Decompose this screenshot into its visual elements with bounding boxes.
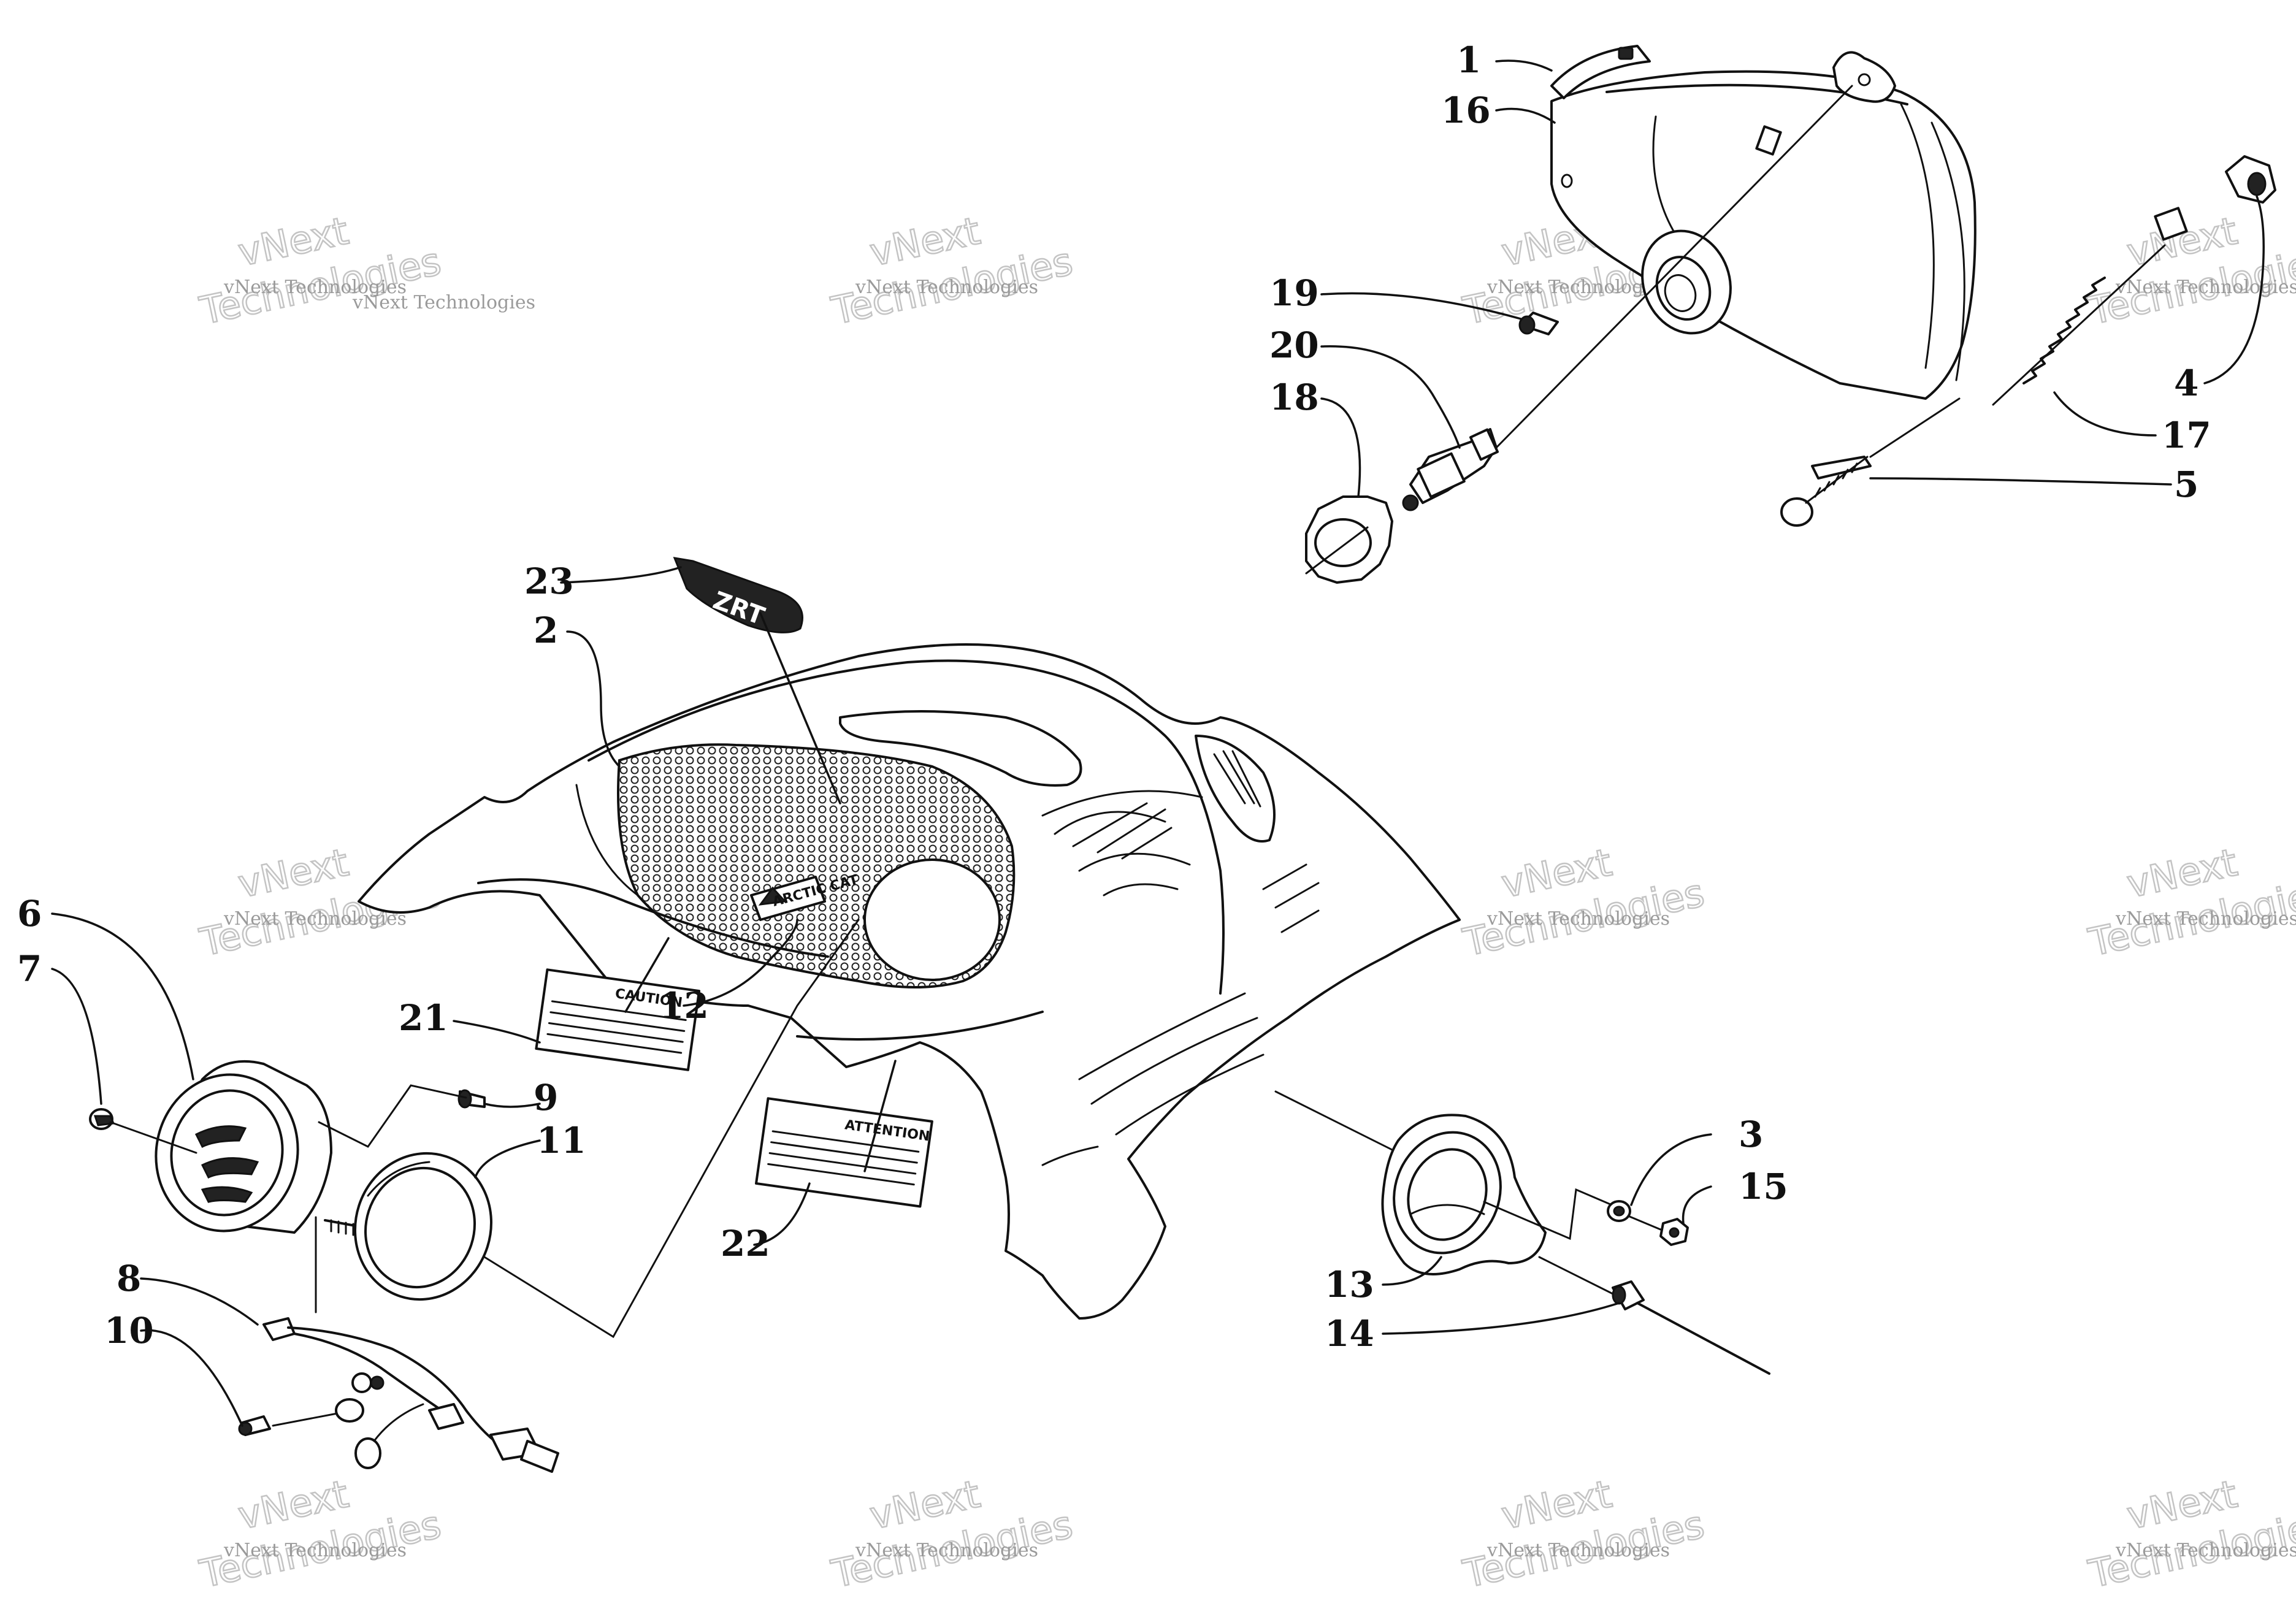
caution-decal-21: CAUTION	[535, 968, 701, 1071]
watermark-small: vNext Technologies	[352, 292, 535, 313]
part-label-8: 8	[117, 1258, 141, 1299]
hood-console-2: ARCTIC CAT	[358, 643, 1461, 1320]
part-label-18: 18	[1269, 377, 1319, 418]
gauge-6	[155, 1060, 360, 1236]
screw-7	[89, 1108, 115, 1130]
part-label-11: 11	[537, 1120, 586, 1161]
watermark-small: vNext Technologies	[2115, 277, 2296, 298]
adjuster-knob-4	[2225, 155, 2276, 204]
headlight-lamp-20	[1402, 428, 1499, 511]
watermark: vNext Technologies	[827, 1470, 1077, 1597]
gauge-housing-13	[1381, 1114, 1547, 1275]
spring-17	[1992, 207, 2188, 406]
gauge-housing-assembly	[1274, 1090, 1770, 1375]
watermark-small: vNext Technologies	[223, 1540, 407, 1561]
leader-lines	[51, 59, 2265, 1427]
watermark: vNext Technologies	[2084, 839, 2296, 966]
clip-1	[1550, 45, 1651, 99]
part-label-19: 19	[1269, 272, 1319, 314]
retaining-ring-18	[1305, 495, 1393, 584]
headlight-housing-16	[1550, 70, 1976, 400]
part-label-3: 3	[1739, 1114, 1763, 1155]
part-labels: 1 16 19 20 18 4 17 5 23 2 12 21 6 7 9 11…	[17, 39, 2211, 1355]
washer-3	[1607, 1200, 1631, 1222]
watermark: vNext Technologies	[2084, 1470, 2296, 1597]
watermark: vNext Technologies	[827, 207, 1077, 334]
watermark: vNext Technologies	[195, 1470, 445, 1597]
watermark-small: vNext Technologies	[223, 277, 407, 298]
bulb-9	[457, 1089, 486, 1109]
watermark-small: vNext Technologies	[223, 908, 407, 930]
adjusting-screw-5	[1780, 456, 1872, 527]
watermark: vNext Technologies	[1458, 839, 1709, 966]
part-label-21: 21	[399, 997, 448, 1039]
part-label-14: 14	[1325, 1313, 1374, 1355]
watermark-small: vNext Technologies	[1487, 1540, 1670, 1561]
attention-decal-22: ATTENTION	[755, 1097, 933, 1208]
part-label-15: 15	[1739, 1166, 1788, 1207]
watermark-small: vNext Technologies	[855, 277, 1038, 298]
nut-15	[1659, 1218, 1689, 1246]
part-label-10: 10	[104, 1310, 154, 1351]
logo-decal-23: ZRT	[673, 557, 803, 633]
watermark-small: vNext Technologies	[2115, 908, 2296, 930]
part-label-13: 13	[1325, 1264, 1374, 1305]
part-label-1: 1	[1456, 39, 1481, 81]
part-label-16: 16	[1441, 90, 1491, 131]
bulb-19	[1518, 312, 1559, 335]
watermark-small: vNext Technologies	[2115, 1540, 2296, 1561]
part-label-9: 9	[534, 1077, 558, 1118]
part-label-2: 2	[534, 610, 558, 651]
part-label-6: 6	[17, 893, 42, 935]
part-label-7: 7	[17, 948, 42, 990]
watermark-small: vNext Technologies	[855, 1540, 1038, 1561]
cable-14	[1612, 1280, 1770, 1375]
gauge-assembly	[89, 919, 860, 1473]
part-label-23: 23	[524, 560, 574, 602]
bulb-10	[238, 1415, 271, 1436]
wire-harness-8	[262, 1216, 559, 1473]
watermark-small: vNext Technologies	[1487, 908, 1670, 930]
part-label-22: 22	[721, 1223, 770, 1264]
part-label-12: 12	[659, 985, 709, 1026]
bulb-socket	[1641, 229, 1732, 335]
bezel-ring-11	[354, 1152, 492, 1301]
part-label-4: 4	[2174, 362, 2198, 404]
watermark: vNext Technologies	[1458, 1470, 1709, 1597]
part-label-20: 20	[1269, 324, 1319, 366]
part-label-5: 5	[2174, 464, 2198, 505]
part-label-17: 17	[2162, 415, 2211, 456]
watermark-small: vNext Technologies	[1487, 277, 1670, 298]
headlight-assembly	[1305, 45, 2276, 584]
